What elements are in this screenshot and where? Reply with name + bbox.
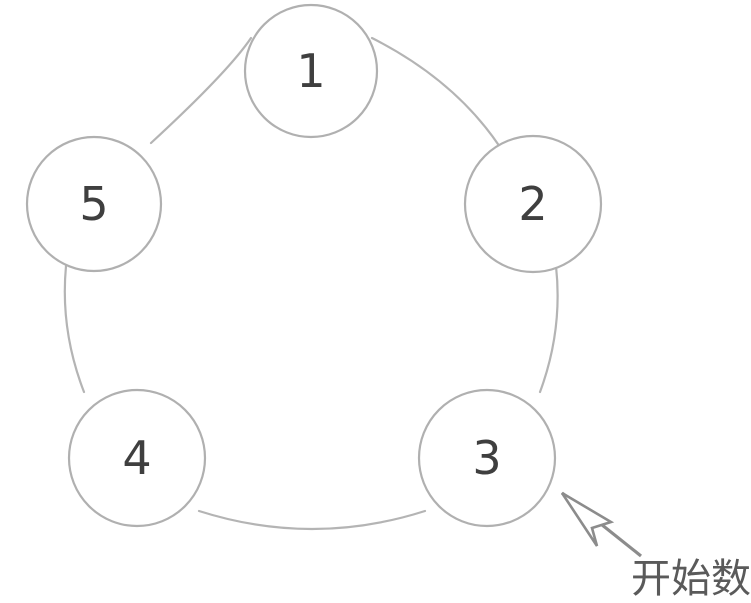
- node-5-circle[interactable]: [25, 135, 163, 273]
- arc-5-to-1: [149, 36, 253, 145]
- node-3-circle[interactable]: [417, 388, 557, 528]
- node-4-circle[interactable]: [67, 388, 207, 528]
- node-2-circle[interactable]: [463, 134, 603, 274]
- node-3-label: 3: [472, 431, 501, 485]
- node-3[interactable]: 3: [417, 388, 557, 528]
- start-pointer-arrow-icon: [560, 491, 642, 558]
- ring-connections: [63, 36, 559, 531]
- annotation-start-count-label: 开始数: [631, 556, 751, 602]
- arc-3-to-4: [197, 509, 427, 531]
- node-1-label: 1: [296, 44, 325, 98]
- arc-2-to-3: [538, 264, 559, 394]
- node-2[interactable]: 2: [463, 134, 603, 274]
- node-1-circle[interactable]: [243, 3, 379, 139]
- arc-1-to-2: [370, 36, 502, 149]
- arrow-head-icon: [560, 491, 615, 547]
- node-4-label: 4: [122, 431, 151, 485]
- node-5-label: 5: [79, 177, 108, 231]
- node-4[interactable]: 4: [67, 388, 207, 528]
- node-5[interactable]: 5: [25, 135, 163, 273]
- node-1[interactable]: 1: [243, 3, 379, 139]
- arc-4-to-5: [63, 264, 86, 394]
- node-2-label: 2: [518, 177, 547, 231]
